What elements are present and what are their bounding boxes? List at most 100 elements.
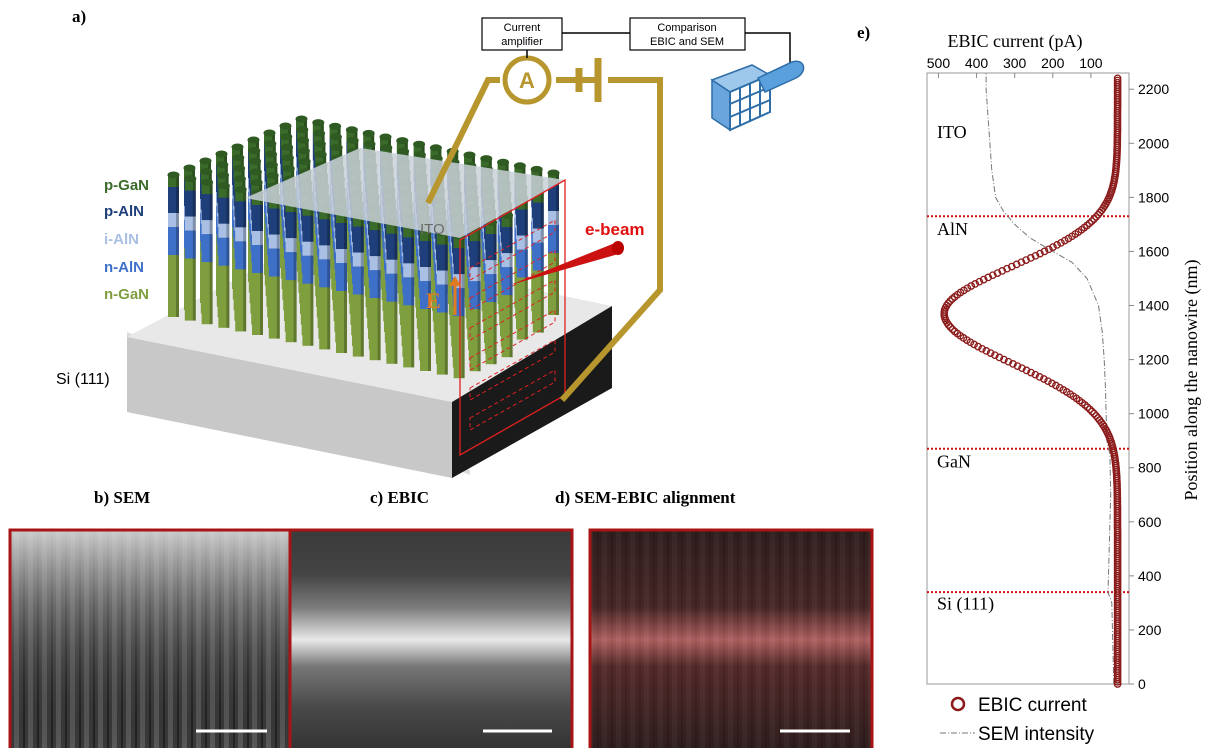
- nanowire-shade: [461, 236, 465, 379]
- nanowire-segment-p-gan: [266, 164, 278, 177]
- nanowire-segment-n-gan: [218, 265, 230, 328]
- substrate-side: [127, 337, 452, 478]
- ebic-point: [1044, 377, 1052, 386]
- nanowire-segment-p-gan: [248, 150, 260, 163]
- nanowire-segment-n-aln: [319, 259, 331, 288]
- nanowire-cap: [547, 169, 560, 177]
- nanowire-segment-n-aln: [516, 249, 528, 278]
- nanowire-shade: [344, 211, 347, 353]
- nanowire: [369, 214, 382, 361]
- nanowire-segment-p-gan: [346, 129, 358, 142]
- nanowire-segment-n-aln: [168, 227, 179, 255]
- ito-layer: [245, 148, 565, 238]
- nanowire: [485, 218, 498, 365]
- nanowire-segment-p-gan: [232, 157, 244, 170]
- nanowire: [167, 171, 180, 317]
- nanowire-cap: [249, 168, 262, 176]
- nanowire-segment-n-aln: [302, 255, 314, 284]
- ebic-point: [1088, 217, 1096, 226]
- nanowire-segment-n-gan: [485, 302, 497, 365]
- nanowire-cap: [233, 175, 246, 183]
- nanowire-segment-p-aln: [501, 227, 513, 254]
- nanowire-segment-p-gan: [234, 178, 246, 191]
- ammeter-symbol: A: [519, 68, 535, 93]
- nanowire-segment-n-aln: [201, 234, 213, 263]
- ebic-point: [1092, 411, 1100, 420]
- nanowire-segment-p-aln: [319, 219, 331, 246]
- nanowire-segment-p-gan: [265, 154, 277, 167]
- nanowire-segment-p-gan: [386, 221, 398, 234]
- nanowire-shade: [493, 222, 497, 365]
- nanowire-segment-p-gan: [296, 119, 307, 131]
- nanowire: [469, 225, 482, 372]
- nanowire-shade: [411, 225, 415, 368]
- nanowire-segment-p-gan: [250, 171, 262, 184]
- nanowire-shade: [428, 229, 431, 371]
- ebic-point: [1022, 366, 1031, 375]
- ebic-point: [1004, 357, 1013, 366]
- nanowire-segment-p-gan: [329, 126, 341, 139]
- nanowire-cap: [217, 171, 230, 179]
- nanowire-segment-i-aln: [235, 227, 247, 242]
- current-amplifier-box: [481, 17, 563, 51]
- nanowire-segment-p-gan: [403, 225, 415, 238]
- nanowire-segment-i-aln: [218, 223, 230, 238]
- nanowire-segment-p-gan: [313, 133, 325, 146]
- nanowire-segment-p-gan: [299, 161, 311, 174]
- nanowire-segment-p-gan: [264, 143, 276, 156]
- ebic-point: [1003, 264, 1011, 273]
- nanowire-segment-i-aln: [386, 259, 398, 274]
- nanowire-segment-n-gan: [469, 309, 481, 372]
- nanowire-segment-p-gan: [497, 162, 509, 175]
- nanowire-segment-p-aln: [352, 226, 364, 253]
- legend-ebic-label: EBIC current: [978, 695, 1087, 716]
- ebic-point: [963, 284, 972, 293]
- nanowire-segment-n-aln: [436, 284, 448, 313]
- ebic-series: [940, 74, 1122, 688]
- nanowire-cap: [346, 136, 359, 144]
- nanowire: [516, 194, 529, 340]
- nanowire-cap: [362, 129, 375, 137]
- nanowire-segment-p-aln: [218, 197, 230, 224]
- layer-label-n-gan: n-GaN: [104, 286, 149, 303]
- nanowire-segment-p-gan: [168, 175, 179, 187]
- nanowire-segment-n-aln: [352, 266, 364, 295]
- nanowire-segment-i-aln: [548, 211, 559, 225]
- nanowire-segment-p-aln: [369, 230, 381, 257]
- field-arrowhead: [449, 276, 461, 286]
- nanowire-segment-p-gan: [485, 222, 497, 235]
- ebic-point: [948, 325, 957, 334]
- ebic-point: [946, 297, 954, 306]
- nanowire-segment-p-gan: [312, 122, 324, 135]
- nanowire-segment-p-gan: [296, 129, 308, 142]
- comparison-line2: EBIC and SEM: [650, 36, 724, 48]
- nanowire-segment-p-gan: [298, 150, 310, 163]
- nanowire-segment-n-gan: [369, 298, 381, 361]
- nanowire-segment-p-gan: [420, 229, 431, 241]
- computer-icon: [710, 60, 805, 132]
- nanowire-segment-n-gan: [420, 309, 431, 371]
- plot-frame: [926, 72, 1130, 685]
- nanowire-segment-p-gan: [217, 175, 229, 188]
- nanowire: [201, 178, 214, 325]
- ebic-point: [967, 282, 976, 290]
- nanowire-segment-n-aln: [235, 241, 247, 270]
- nanowire-segment-n-gan: [168, 255, 179, 317]
- nanowire: [234, 185, 247, 332]
- sem-intensity-line: [985, 73, 1115, 685]
- nanowire-segment-i-aln: [436, 270, 448, 285]
- nanowire: [184, 175, 197, 321]
- ebic-profile-chart: EBIC current (pA) Position along the nan…: [926, 31, 1202, 745]
- layer-labels: p-GaN p-AlN i-AlN n-AlN n-GaN: [104, 177, 149, 303]
- panel-label-c: c) EBIC: [370, 488, 429, 507]
- ebic-point: [970, 340, 978, 349]
- ebic-point: [982, 347, 991, 355]
- ebic-point: [971, 280, 980, 288]
- nanowire-segment-n-gan: [436, 312, 448, 375]
- nanowire-segment-n-gan: [302, 283, 314, 346]
- ebic-point: [1018, 364, 1026, 373]
- legend-sem-label: SEM intensity: [978, 724, 1095, 745]
- nanowire-segment-p-gan: [501, 215, 513, 228]
- nanowire-segment-p-aln: [453, 248, 465, 275]
- ebic-point: [1040, 375, 1048, 383]
